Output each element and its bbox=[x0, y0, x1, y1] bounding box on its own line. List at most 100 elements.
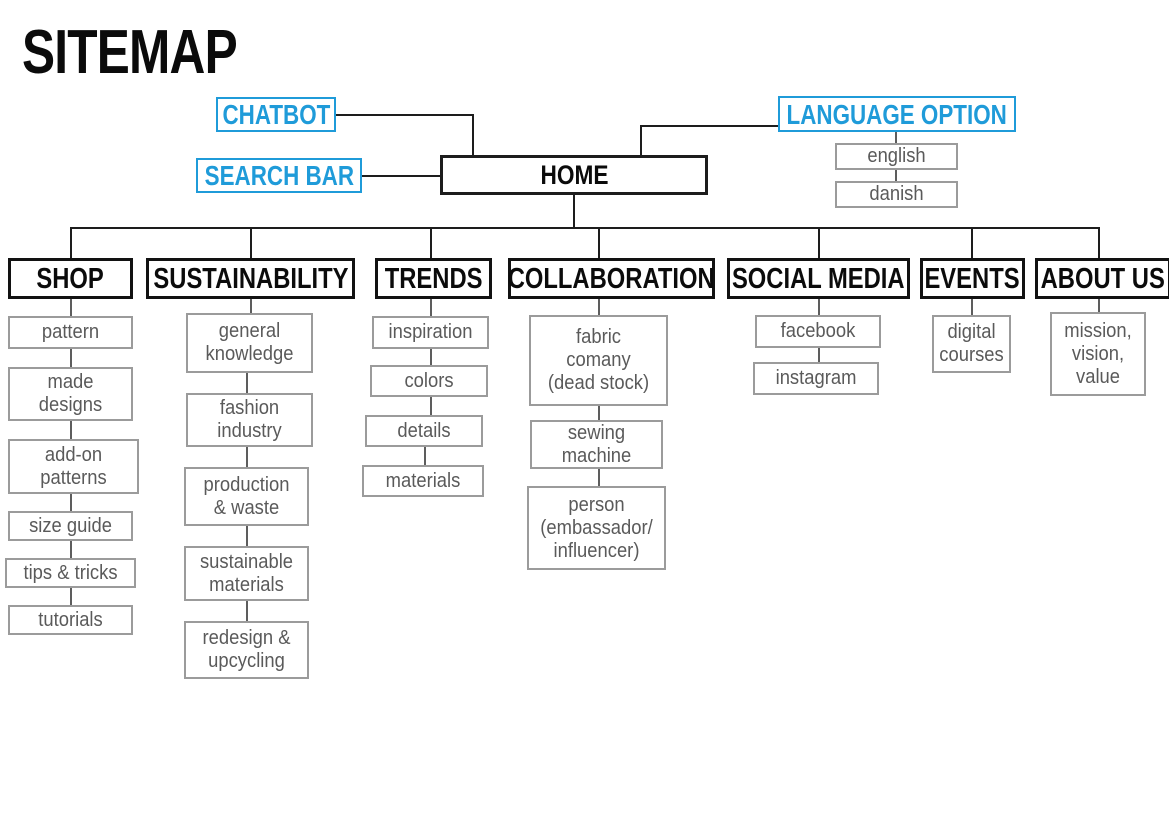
connector-collaboration-1 bbox=[598, 298, 600, 315]
language-option-danish-label: danish bbox=[869, 183, 924, 205]
connector-drop-shop bbox=[70, 227, 72, 259]
connector-shop-6 bbox=[70, 588, 72, 605]
connector-collaboration-2 bbox=[598, 406, 600, 420]
category-social-media[interactable]: SOCIAL MEDIA bbox=[727, 258, 910, 299]
category-social-media-label: SOCIAL MEDIA bbox=[732, 262, 905, 295]
list-item[interactable]: inspiration bbox=[372, 316, 489, 349]
category-sustainability-label: SUSTAINABILITY bbox=[152, 262, 349, 295]
category-collaboration[interactable]: COLLABORATION bbox=[508, 258, 715, 299]
connector-sustainability-2 bbox=[246, 447, 248, 467]
feature-label-language-option: LANGUAGE OPTION bbox=[786, 98, 1008, 130]
category-trends[interactable]: TRENDS bbox=[375, 258, 492, 299]
connector-shop-1 bbox=[70, 298, 72, 316]
connector-drop-collaboration bbox=[598, 227, 600, 259]
sub-label-production-waste: production& waste bbox=[203, 473, 290, 519]
list-item[interactable]: redesign &upcycling bbox=[184, 621, 309, 679]
list-item[interactable]: pattern bbox=[8, 316, 133, 349]
connector-drop-about-us bbox=[1098, 227, 1100, 259]
language-option-english-label: english bbox=[867, 145, 926, 167]
list-item[interactable]: tutorials bbox=[8, 605, 133, 635]
category-about-us-label: ABOUT US bbox=[1040, 262, 1166, 295]
feature-box-chatbot[interactable]: CHATBOT bbox=[216, 97, 336, 132]
node-home[interactable]: HOME bbox=[440, 155, 708, 195]
sub-label-facebook: facebook bbox=[780, 320, 856, 342]
category-events-label: EVENTS bbox=[924, 262, 1021, 295]
category-sustainability[interactable]: SUSTAINABILITY bbox=[146, 258, 355, 299]
list-item[interactable]: size guide bbox=[8, 511, 133, 541]
connector-trends-3 bbox=[430, 397, 432, 415]
category-collaboration-label: COLLABORATION bbox=[508, 262, 715, 295]
connector-drop-sustainability bbox=[250, 227, 252, 259]
list-item[interactable]: production& waste bbox=[184, 467, 309, 526]
language-option-english[interactable]: english bbox=[835, 143, 958, 170]
sub-label-instagram: instagram bbox=[775, 367, 857, 389]
connector-language-english bbox=[895, 131, 897, 144]
list-item[interactable]: tips & tricks bbox=[5, 558, 136, 588]
connector-social-media-2 bbox=[818, 348, 820, 362]
sub-label-details: details bbox=[397, 419, 451, 442]
language-option-danish[interactable]: danish bbox=[835, 181, 958, 208]
connector-sustainability-0 bbox=[250, 298, 252, 313]
list-item[interactable]: facebook bbox=[755, 315, 881, 348]
connector-sustainability-3 bbox=[246, 526, 248, 546]
sub-label-person-ambassador: person(embassador/influencer) bbox=[540, 493, 653, 562]
list-item[interactable]: person(embassador/influencer) bbox=[527, 486, 666, 570]
list-item[interactable]: mission,vision,value bbox=[1050, 312, 1146, 396]
connector-events-1 bbox=[971, 298, 973, 315]
connector-shop-2 bbox=[70, 349, 72, 367]
category-shop-label: SHOP bbox=[36, 262, 105, 295]
sub-label-tutorials: tutorials bbox=[38, 608, 103, 631]
feature-label-chatbot: CHATBOT bbox=[222, 99, 330, 130]
sub-label-inspiration: inspiration bbox=[388, 321, 473, 343]
connector-shop-3 bbox=[70, 421, 72, 439]
connector-collaboration-3 bbox=[598, 469, 600, 486]
sub-label-tips-tricks: tips & tricks bbox=[23, 561, 118, 584]
sub-label-pattern: pattern bbox=[41, 321, 100, 343]
page-title: SITEMAP bbox=[22, 18, 238, 87]
list-item[interactable]: instagram bbox=[753, 362, 879, 395]
connector-language-horizontal bbox=[640, 125, 780, 127]
connector-drop-social-media bbox=[818, 227, 820, 259]
sub-label-redesign-upcycling: redesign &upcycling bbox=[202, 627, 291, 672]
connector-trends-1 bbox=[430, 298, 432, 316]
category-about-us[interactable]: ABOUT US bbox=[1035, 258, 1169, 299]
feature-box-language-option[interactable]: LANGUAGE OPTION bbox=[778, 96, 1016, 132]
connector-trends-4 bbox=[424, 447, 426, 465]
connector-language-danish bbox=[895, 169, 897, 182]
connector-sustainability-4 bbox=[246, 601, 248, 621]
sub-label-size-guide: size guide bbox=[29, 514, 112, 537]
category-trends-label: TRENDS bbox=[384, 262, 483, 295]
connector-drop-events bbox=[971, 227, 973, 259]
feature-box-search-bar[interactable]: SEARCH BAR bbox=[196, 158, 362, 193]
connector-about-us-1 bbox=[1098, 298, 1100, 312]
category-events[interactable]: EVENTS bbox=[920, 258, 1025, 299]
connector-trends-2 bbox=[430, 349, 432, 365]
list-item[interactable]: materials bbox=[362, 465, 484, 497]
sub-label-mission-vision-value: mission,vision,value bbox=[1064, 319, 1132, 388]
list-item[interactable]: colors bbox=[370, 365, 488, 397]
connector-chatbot-horizontal bbox=[334, 114, 474, 116]
connector-shop-5 bbox=[70, 541, 72, 558]
connector-main-trunk bbox=[70, 227, 1100, 229]
list-item[interactable]: details bbox=[365, 415, 483, 447]
category-shop[interactable]: SHOP bbox=[8, 258, 133, 299]
connector-sustainability-1 bbox=[246, 373, 248, 393]
connector-social-media-1 bbox=[818, 298, 820, 315]
connector-chatbot-vertical bbox=[472, 114, 474, 157]
node-home-label: HOME bbox=[539, 159, 609, 190]
